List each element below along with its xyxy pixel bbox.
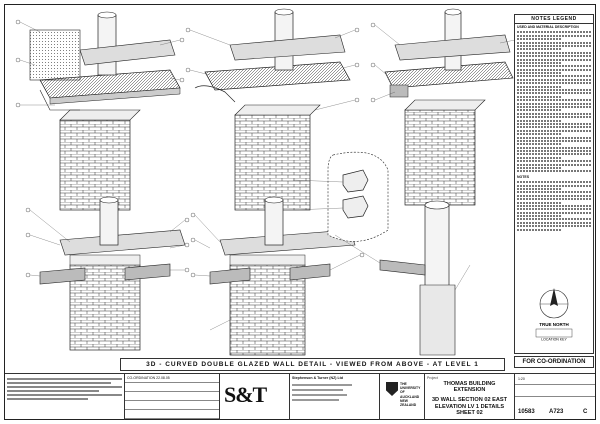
- notes-legend: NOTES LEGEND USED AND MATERIAL DESCRIPTI…: [514, 14, 594, 354]
- north-arrow: TRUE NORTH LOCATION KEY: [535, 288, 573, 342]
- general-notes: [5, 374, 125, 420]
- detail-1: [15, 11, 185, 211]
- sheet-border: [4, 4, 596, 420]
- revision-letter: C: [583, 409, 588, 415]
- firm-details: Stephenson & Turner (NZ) Ltd: [290, 374, 380, 420]
- north-label: TRUE NORTH: [539, 322, 569, 327]
- drawing-meta: 1:20 10583 A723 C: [515, 374, 595, 420]
- legend-notes-heading: NOTES: [517, 174, 530, 179]
- detail-6: [292, 151, 389, 242]
- detail-4: [25, 196, 190, 351]
- drawing-number: A723: [549, 409, 564, 415]
- firm-logo: S&T: [220, 374, 290, 420]
- detail-2: [185, 8, 360, 211]
- detail-7: [334, 200, 471, 356]
- project-title: THOMAS BUILDING EXTENSION: [443, 381, 496, 393]
- drawing-title: 3D WALL SECTION 02 EAST ELEVATION LV 1 D…: [431, 397, 508, 416]
- drawing-caption: 3D - CURVED DOUBLE GLAZED WALL DETAIL - …: [120, 358, 505, 371]
- revision-row: CO-ORDINATION 22.08.05: [125, 374, 219, 383]
- legend-subtitle: USED AND MATERIAL DESCRIPTION: [517, 25, 579, 29]
- detail-5: [190, 196, 365, 356]
- legend-lines: [515, 31, 593, 173]
- project-info: Project THOMAS BUILDING EXTENSION 3D WAL…: [425, 374, 515, 420]
- job-number: 10583: [518, 409, 535, 415]
- university-name: THE UNIVERSITY OF AUCKLAND NEW ZEALAND: [400, 382, 421, 408]
- coordination-stamp: FOR CO-ORDINATION: [514, 356, 594, 368]
- university-crest-icon: [386, 382, 398, 396]
- detail-3: [370, 8, 520, 206]
- location-key-label: LOCATION KEY: [541, 338, 567, 342]
- title-block: CO-ORDINATION 22.08.05 S&T Stephenson & …: [5, 373, 595, 420]
- sidebar-print-note: [6, 90, 12, 370]
- revision-table: CO-ORDINATION 22.08.05: [125, 374, 220, 420]
- legend-title: NOTES LEGEND: [515, 15, 593, 24]
- firm-name: Stephenson & Turner (NZ) Ltd: [292, 376, 344, 380]
- university-logo: THE UNIVERSITY OF AUCKLAND NEW ZEALAND: [380, 374, 425, 420]
- scale: 1:20: [515, 374, 595, 385]
